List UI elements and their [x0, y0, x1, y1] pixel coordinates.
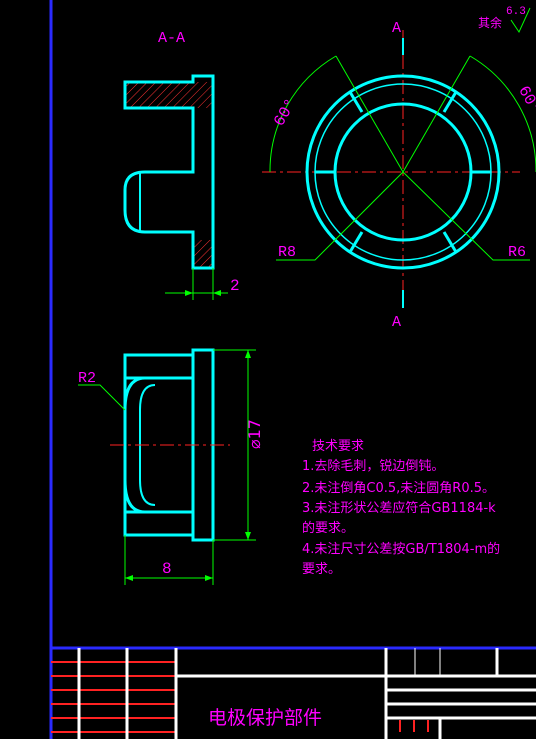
note-line: 2.未注倒角C0.5,未注圆角R0.5。 [302, 481, 495, 496]
note-line: 1.去除毛刺，锐边倒钝。 [302, 459, 444, 474]
radius-left: R8 [278, 244, 296, 261]
surface-finish-symbol: 6.3 其余 [478, 6, 531, 34]
note-line: 4.未注尺寸公差按GB/T1804-m的 [302, 541, 500, 557]
dimension-length: 8 [162, 560, 172, 578]
section-label: A-A [158, 30, 185, 47]
dimension-diameter: ⌀17 [245, 419, 264, 449]
title-block: 电极保护部件 [51, 648, 536, 739]
section-outline [123, 74, 215, 270]
surface-finish-value: 6.3 [506, 6, 526, 18]
drawing-frame [49, 0, 536, 739]
radius-side: R2 [78, 370, 96, 387]
section-view: A-A 2 [123, 30, 240, 300]
outer-circle [305, 74, 501, 270]
radius-right: R6 [508, 244, 526, 261]
surface-finish-note: 其余 [478, 15, 502, 30]
notes-heading: 技术要求 [312, 439, 364, 454]
technical-notes: 技术要求 1.去除毛刺，锐边倒钝。 2.未注倒角C0.5,未注圆角R0.5。 3… [302, 439, 500, 577]
cut-label-bottom: A [392, 314, 401, 331]
side-view: R2 ⌀17 8 [78, 348, 264, 585]
top-view: A A 60° 60° R8 R6 [262, 20, 536, 331]
angle-right: 60° [514, 83, 536, 117]
hatch-top [125, 82, 213, 108]
angle-left: 60° [270, 96, 300, 130]
dimension-thickness: 2 [230, 277, 240, 295]
note-line: 的要求。 [302, 520, 354, 536]
note-line: 要求。 [302, 562, 341, 577]
part-name: 电极保护部件 [208, 707, 322, 729]
hatch-bottom [193, 240, 213, 268]
note-line: 3.未注形状公差应符合GB1184-k [302, 500, 496, 516]
cut-label-top: A [392, 20, 401, 37]
